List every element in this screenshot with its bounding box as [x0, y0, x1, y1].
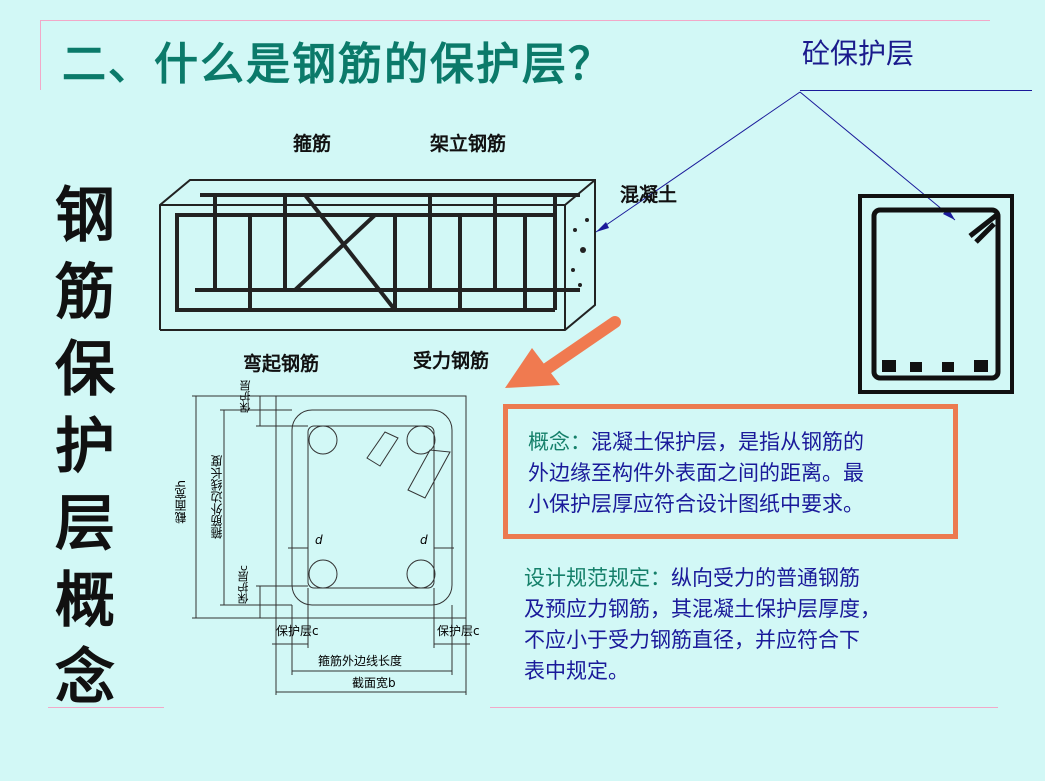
bottom-rule-left: [48, 707, 164, 708]
side-title: 钢筋保护层概念: [55, 181, 115, 713]
rule-line: 及预应力钢筋，其混凝土保护层厚度，: [524, 597, 881, 621]
concept-line: 小保护层厚应符合设计图纸中要求。: [528, 492, 864, 516]
cover-label: 砼保护层: [802, 37, 915, 70]
rule-line: 表中规定。: [524, 659, 629, 683]
label-bent-bar: 弯起钢筋: [243, 353, 320, 375]
concept-line: 混凝土保护层，是指从钢筋的: [591, 430, 864, 454]
bottom-rule-right: [490, 707, 998, 708]
beam-diagram: [159, 179, 596, 331]
label-concrete: 混凝土: [620, 184, 678, 206]
label-cover-top: 保护层: [239, 380, 252, 413]
section-detail-diagram: [192, 395, 470, 695]
left-rule: [40, 20, 41, 90]
label-cover-right: 保护层c: [437, 624, 480, 638]
top-rule: [40, 20, 990, 21]
label-erection-bar: 架立钢筋: [430, 133, 507, 155]
label-d-right: d: [420, 533, 428, 547]
label-section-width: 截面宽b: [352, 676, 396, 690]
concept-line: 外边缘至构件外表面之间的距离。最: [528, 461, 864, 485]
label-d-left: d: [315, 533, 323, 547]
cross-section-photo: [858, 194, 1014, 394]
design-code-rule: 设计规范规定：纵向受力的普通钢筋 及预应力钢筋，其混凝土保护层厚度， 不应小于受…: [524, 563, 881, 687]
label-cover-left: 保护层c: [276, 624, 319, 638]
rule-line: 纵向受力的普通钢筋: [671, 566, 860, 590]
orange-arrow-icon: [505, 316, 621, 388]
label-stirrup: 箍筋: [293, 133, 332, 155]
concept-box: 概念：混凝土保护层，是指从钢筋的 外边缘至构件外表面之间的距离。最 小保护层厚应…: [503, 404, 958, 539]
label-cover-bottom: 保护层c: [237, 565, 250, 605]
rule-heading: 设计规范规定：: [524, 566, 671, 590]
label-main-bar: 受力钢筋: [413, 350, 490, 372]
rule-line: 不应小于受力钢筋直径，并应符合下: [524, 628, 860, 652]
concept-heading: 概念：: [528, 430, 591, 454]
label-stirrup-length-vertical: 箍筋外边线长度: [210, 455, 224, 539]
label-section-height: 截面宽h: [174, 480, 188, 524]
slide-title: 二、什么是钢筋的保护层？: [62, 39, 614, 90]
cover-label-underline: [800, 90, 1032, 91]
label-stirrup-length-horizontal: 箍筋外边线长度: [318, 654, 403, 668]
